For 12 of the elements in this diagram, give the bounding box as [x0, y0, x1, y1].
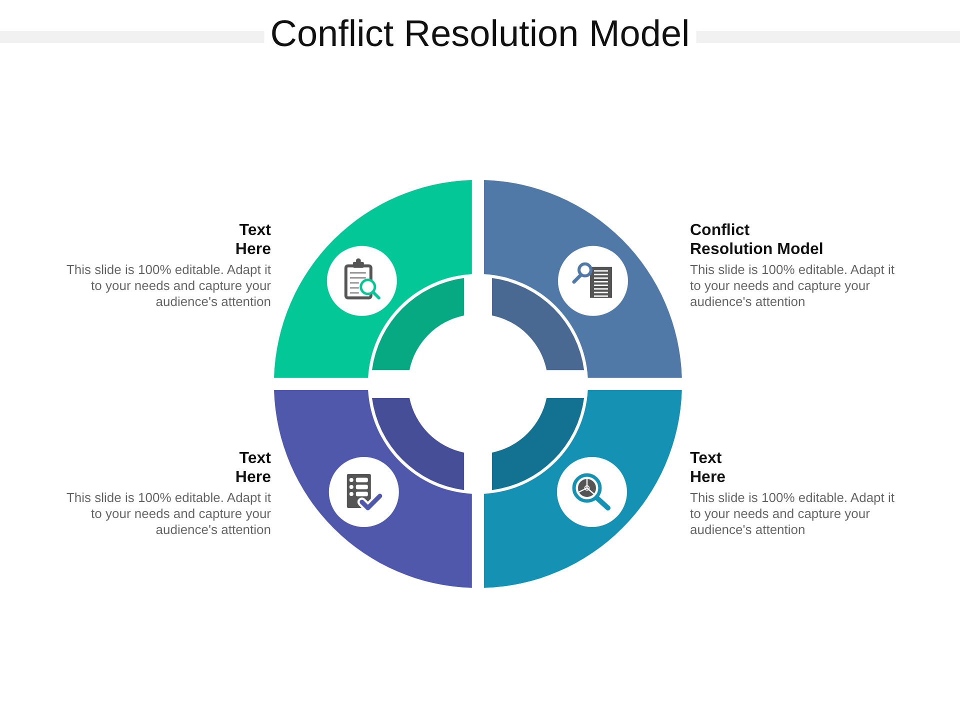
segment-description: This slide is 100% editable. Adapt it to your needs and capture your audience's attention [65, 262, 271, 310]
segment-description: This slide is 100% editable. Adapt it to your needs and capture your audience's attention [65, 490, 271, 538]
segment-heading: Text Here [690, 449, 726, 487]
segment-heading: Text Here [235, 221, 271, 259]
segment-description: This slide is 100% editable. Adapt it to your needs and capture your audience's attention [690, 262, 896, 310]
inner-ring-segment [372, 278, 464, 370]
segment-heading: Text Here [235, 449, 271, 487]
inner-ring-segment [492, 398, 584, 490]
segment-description: This slide is 100% editable. Adapt it to your needs and capture your audience's attention [690, 490, 896, 538]
inner-ring-segment [492, 278, 584, 370]
inner-ring-segment [372, 398, 464, 490]
segment-heading: Conflict Resolution Model [690, 221, 824, 259]
